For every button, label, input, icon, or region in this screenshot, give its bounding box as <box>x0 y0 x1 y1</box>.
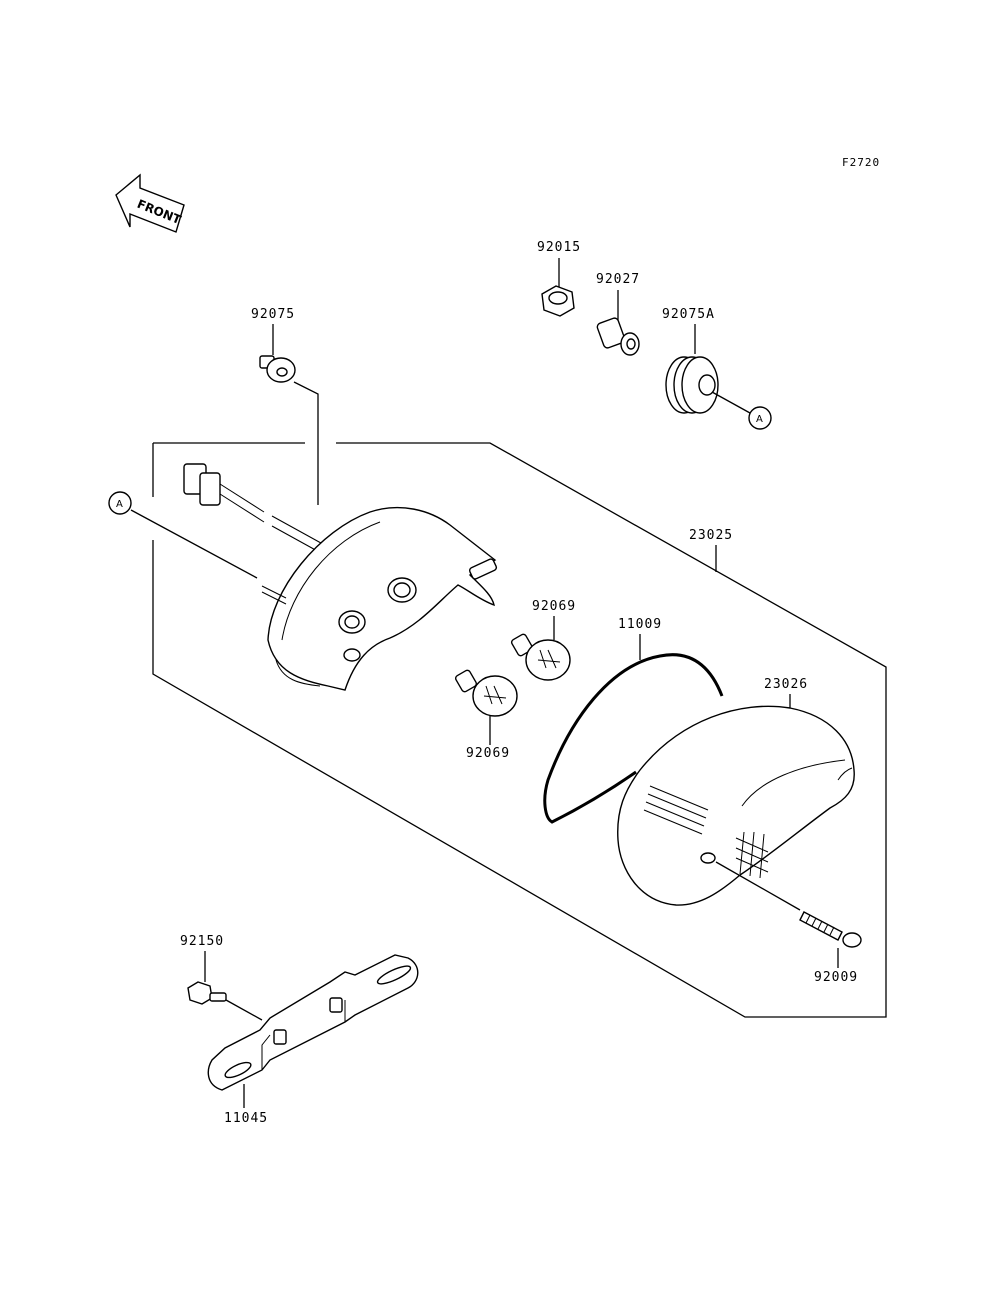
label-92069-bottom: 92069 <box>466 746 510 761</box>
bulb-92069-top <box>510 633 571 681</box>
wire-connector <box>183 463 331 559</box>
collar-92027 <box>596 317 640 356</box>
bolt-92150 <box>187 981 227 1005</box>
front-arrow-icon: FRONT <box>115 173 185 233</box>
bulb-92069-bottom <box>454 669 518 717</box>
label-11045: 11045 <box>224 1111 268 1126</box>
ref-marker-a-right <box>748 406 772 430</box>
label-92069-top: 92069 <box>532 599 576 614</box>
nut-92015 <box>541 285 575 317</box>
lens-23026 <box>617 705 855 906</box>
label-92075: 92075 <box>251 307 295 322</box>
label-92015: 92015 <box>537 240 581 255</box>
label-92009: 92009 <box>814 970 858 985</box>
taillight-housing <box>261 506 498 691</box>
label-23026: 23026 <box>764 677 808 692</box>
label-92027: 92027 <box>596 272 640 287</box>
ref-marker-a-left-label: A <box>116 499 123 510</box>
label-23025: 23025 <box>689 528 733 543</box>
grommet-92075A <box>665 356 719 414</box>
screw-92009 <box>799 911 862 948</box>
ref-marker-a-left <box>108 491 132 515</box>
ref-marker-a-right-label: A <box>756 414 763 425</box>
bracket-11045 <box>207 954 419 1091</box>
grommet-92075 <box>259 355 296 383</box>
label-11009: 11009 <box>618 617 662 632</box>
label-92150: 92150 <box>180 934 224 949</box>
label-92075A: 92075A <box>662 307 715 322</box>
gasket-11009 <box>543 653 724 824</box>
figure-code: F2720 <box>842 156 880 169</box>
